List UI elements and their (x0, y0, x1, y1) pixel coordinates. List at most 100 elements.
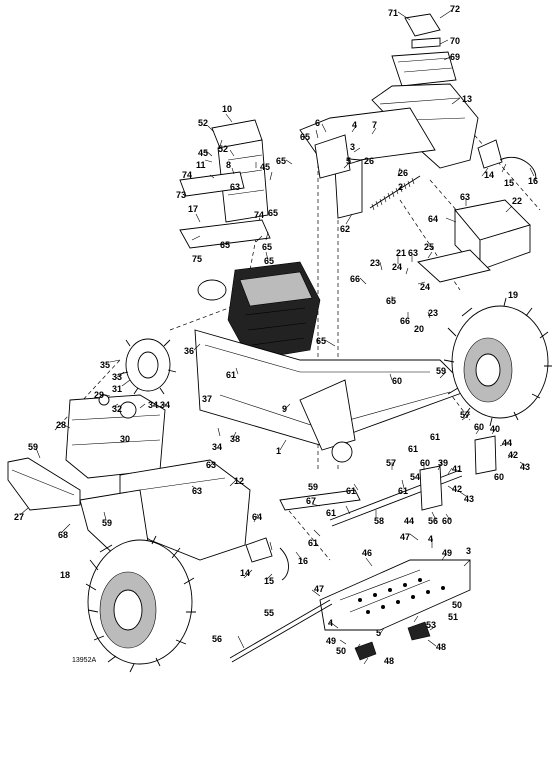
callout-63d: 63 (206, 460, 216, 470)
callout-2: 2 (398, 182, 403, 192)
callout-labels: 71 72 70 69 13 10 52 52 6 65 45 11 74 8 … (14, 4, 538, 666)
callout-32: 32 (112, 404, 122, 414)
callout-75: 75 (192, 254, 202, 264)
callout-50: 50 (336, 646, 346, 656)
callout-36: 36 (184, 346, 194, 356)
callout-56b: 56 (212, 634, 222, 644)
callout-43b: 43 (464, 494, 474, 504)
front-left-tire (119, 338, 177, 395)
callout-8: 8 (226, 160, 231, 170)
callout-11: 11 (196, 160, 206, 170)
callout-45b: 45 (260, 162, 270, 172)
callout-72: 72 (450, 4, 460, 14)
callout-20: 20 (414, 324, 424, 334)
callout-26: 26 (364, 156, 374, 166)
battery-tray (417, 199, 531, 283)
callout-56: 56 (428, 516, 438, 526)
callout-53: 53 (426, 620, 436, 630)
callout-61f: 61 (408, 444, 418, 454)
callout-23b: 23 (428, 308, 438, 318)
main-frame (194, 329, 471, 463)
callout-74: 74 (182, 170, 192, 180)
callout-39: 39 (438, 458, 448, 468)
callout-83: 63 (192, 486, 202, 496)
operator-platform (319, 559, 471, 631)
callout-41: 41 (452, 464, 462, 474)
callout-49: 49 (442, 548, 452, 558)
callout-63c: 63 (408, 248, 418, 258)
callout-14b: 14 (240, 568, 250, 578)
callout-37: 37 (202, 394, 212, 404)
callout-63: 63 (230, 182, 240, 192)
callout-48: 48 (384, 656, 394, 666)
callout-24b: 24 (420, 282, 430, 292)
seat-cap-assembly (391, 13, 457, 87)
callout-49b: 49 (326, 636, 336, 646)
callout-43: 43 (520, 462, 530, 472)
callout-40: 40 (490, 424, 500, 434)
callout-44: 44 (502, 438, 512, 448)
callout-28: 28 (56, 420, 66, 430)
callout-54: 54 (410, 472, 420, 482)
callout-57b: 57 (460, 410, 470, 420)
callout-58: 58 (374, 516, 384, 526)
callout-44b: 44 (404, 516, 414, 526)
callout-7: 7 (372, 120, 377, 130)
callout-27: 27 (14, 512, 24, 522)
callout-22: 22 (512, 196, 522, 206)
callout-62: 62 (340, 224, 350, 234)
callout-3b: 3 (466, 546, 471, 556)
callout-65c: 65 (268, 208, 278, 218)
callout-14: 14 (484, 170, 494, 180)
callout-13: 13 (462, 94, 472, 104)
callout-35: 35 (100, 360, 110, 370)
callout-59c: 59 (102, 518, 112, 528)
upright-support (314, 134, 363, 219)
callout-19: 19 (508, 290, 518, 300)
callout-48b: 48 (436, 642, 446, 652)
callout-65b: 65 (276, 156, 286, 166)
callout-66b: 66 (400, 316, 410, 326)
callout-59d: 59 (308, 482, 318, 492)
callout-6: 6 (315, 118, 320, 128)
callout-5b: 5 (376, 628, 381, 638)
callout-59b: 59 (28, 442, 38, 452)
callout-64b: 64 (252, 512, 262, 522)
callout-61d: 61 (346, 486, 356, 496)
callout-61g: 61 (430, 432, 440, 442)
leader-lines (19, 9, 535, 665)
callout-65e: 65 (262, 242, 272, 252)
callout-60d: 60 (420, 458, 430, 468)
callout-29: 29 (94, 390, 104, 400)
callout-23: 23 (370, 258, 380, 268)
callout-60c: 60 (494, 472, 504, 482)
callout-47: 47 (400, 532, 410, 542)
callout-33: 33 (112, 372, 122, 382)
callout-34c: 34 (212, 442, 222, 452)
callout-68: 68 (58, 530, 68, 540)
callout-15b: 15 (264, 576, 274, 586)
callout-73: 73 (176, 190, 186, 200)
callout-71: 71 (388, 8, 398, 18)
callout-55: 55 (264, 608, 274, 618)
grille-spring (369, 175, 421, 211)
callout-70: 70 (450, 36, 460, 46)
callout-42: 42 (508, 450, 518, 460)
callout-30: 30 (120, 434, 130, 444)
callout-26b: 26 (398, 168, 408, 178)
callout-16b: 16 (298, 556, 308, 566)
side-brackets (419, 435, 497, 511)
callout-60: 60 (392, 376, 402, 386)
callout-16: 16 (528, 176, 538, 186)
callout-21: 21 (396, 248, 406, 258)
callout-64: 64 (428, 214, 438, 224)
headlight-lenses (245, 139, 537, 581)
callout-4c: 4 (328, 618, 333, 628)
callout-63b: 63 (460, 192, 470, 202)
callout-9: 9 (282, 404, 287, 414)
callout-3: 3 (350, 142, 355, 152)
callout-45: 45 (198, 148, 208, 158)
callout-61c: 61 (326, 508, 336, 518)
callout-60b: 60 (474, 422, 484, 432)
callout-4: 4 (352, 120, 357, 130)
